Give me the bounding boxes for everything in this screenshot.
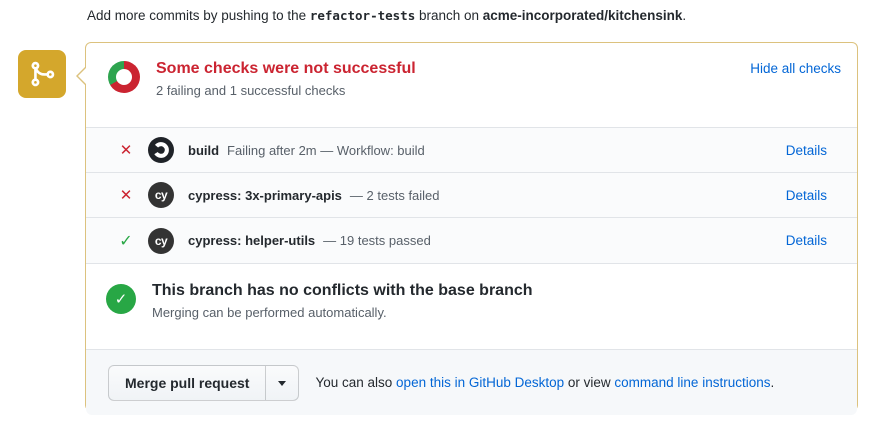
cypress-avatar-icon: cy: [148, 227, 174, 254]
x-icon: ✕: [119, 187, 133, 204]
checks-status-title: Some checks were not successful: [156, 60, 416, 77]
check-description: — 19 tests passed: [323, 233, 431, 248]
merge-action-section: Merge pull request You can also open thi…: [86, 349, 857, 415]
details-link[interactable]: Details: [785, 233, 827, 248]
check-circle-icon: ✓: [106, 284, 136, 314]
cypress-logo-text: cy: [154, 233, 168, 248]
conflict-status-text: This branch has no conflicts with the ba…: [152, 281, 533, 320]
checks-status-subtitle: 2 failing and 1 successful checks: [156, 83, 346, 98]
checks-summary-header: Some checks were not successful 2 failin…: [86, 43, 857, 127]
check-row-cypress-helper: ✓ cy cypress: helper-utils — 19 tests pa…: [86, 218, 857, 263]
conflict-status-section: ✓ This branch has no conflicts with the …: [86, 263, 857, 349]
checks-donut-icon: [108, 61, 140, 93]
github-desktop-link[interactable]: open this in GitHub Desktop: [396, 375, 565, 390]
caption-text: .: [770, 375, 775, 390]
details-link[interactable]: Details: [785, 142, 827, 158]
x-icon: ✕: [119, 142, 133, 159]
check-row-cypress-primary: ✕ cy cypress: 3x-primary-apis — 2 tests …: [86, 173, 857, 218]
merge-options-dropdown-button[interactable]: [265, 364, 300, 401]
branch-name: refactor-tests: [309, 8, 416, 23]
check-description: Failing after 2m — Workflow: build: [227, 142, 425, 158]
intro-text: branch on: [415, 8, 483, 23]
merge-status-box: Some checks were not successful 2 failin…: [76, 42, 858, 415]
check-name: cypress: 3x-primary-apis: [188, 187, 342, 203]
check-icon: ✓: [119, 232, 133, 250]
commit-instructions: Add more commits by pushing to the refac…: [87, 8, 686, 23]
details-link[interactable]: Details: [785, 187, 827, 203]
cypress-avatar-icon: cy: [148, 182, 174, 208]
check-name: cypress: helper-utils: [188, 233, 316, 248]
conflict-subtitle: Merging can be performed automatically.: [152, 304, 387, 320]
repo-name: acme-incorporated/kitchensink: [482, 8, 683, 23]
check-row-build: ✕ build Failing after 2m — Workflow: bui…: [86, 128, 857, 173]
intro-text: Add more commits by pushing to the: [87, 8, 310, 23]
intro-text: .: [682, 8, 687, 23]
hide-all-checks-link[interactable]: Hide all checks: [750, 61, 841, 76]
timeline-merge-badge: [18, 50, 66, 98]
merge-pull-request-button[interactable]: Merge pull request: [108, 364, 266, 401]
caption-text: or view: [564, 375, 615, 390]
merge-alternatives-caption: You can also open this in GitHub Desktop…: [315, 375, 774, 390]
merge-button-group: Merge pull request: [108, 364, 300, 401]
check-description: — 2 tests failed: [349, 187, 440, 203]
cypress-logo-text: cy: [154, 188, 168, 202]
cli-instructions-link[interactable]: command line instructions: [614, 375, 771, 390]
timeline-pointer: [76, 66, 86, 86]
conflict-title: This branch has no conflicts with the ba…: [152, 282, 533, 299]
checks-list: ✕ build Failing after 2m — Workflow: bui…: [86, 127, 857, 263]
git-merge-icon: [31, 61, 55, 87]
check-name: build: [188, 142, 220, 158]
caption-text: You can also: [315, 375, 397, 390]
checks-summary-text: Some checks were not successful 2 failin…: [156, 59, 416, 98]
workflow-avatar-icon: [148, 137, 174, 163]
chevron-down-icon: [278, 381, 287, 387]
check-glyph: ✓: [114, 291, 128, 308]
